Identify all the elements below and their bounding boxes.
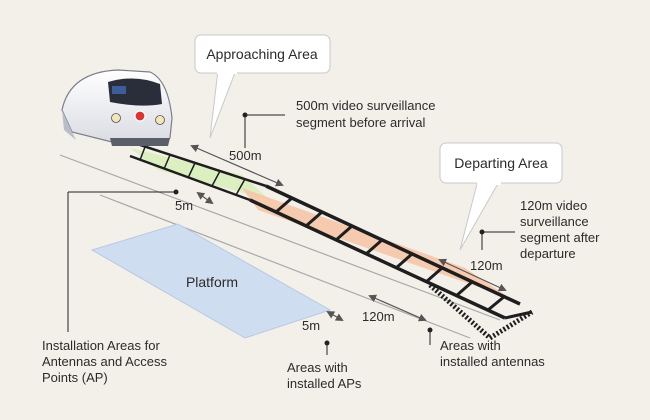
installation-text: Installation Areas for [42,338,160,353]
callout-bubble [194,34,331,74]
dimension-arrow [190,144,284,187]
dim-120m-bottom: 120m [362,309,395,324]
annotation-aps: 5m Areas with installed APs [287,311,362,391]
platform-area [90,223,332,339]
annotation-120m-bottom: 120m [362,294,427,324]
callout-approaching: Approaching Area [194,34,331,139]
annotation-5m-top: 5m [175,191,214,213]
after-departure-text: 120m video [520,198,587,213]
annotation-antennas: Areas with installed antennas [427,327,545,369]
dim-5m-bottom: 5m [302,318,320,333]
platform-label: Platform [186,274,238,290]
antennas-text: installed antennas [440,354,545,369]
dim-120m-right: 120m [470,258,503,273]
after-departure-text: surveillance [520,214,589,229]
after-departure-text: segment after [520,230,600,245]
approaching-label: Approaching Area [206,46,318,62]
dimension-arrow [326,311,344,321]
callout-departing: Departing Area [439,142,563,251]
departing-label: Departing Area [454,155,548,171]
antennas-text: Areas with [440,338,501,353]
before-arrival-text: segment before arrival [296,115,425,130]
dimension-arrow [196,191,214,205]
after-departure-text: departure [520,246,576,261]
before-arrival-text: 500m video surveillance [296,98,435,113]
dimension-arrow [368,294,427,322]
aps-text: Areas with [287,360,348,375]
installation-text: Points (AP) [42,370,108,385]
annotation-installation: Installation Areas for Antennas and Acce… [42,189,179,385]
annotation-before-arrival: 500m video surveillance segment before a… [190,98,435,187]
annotation-after-departure: 120m video surveillance segment after de… [438,198,600,292]
dimension-arrow [438,258,507,292]
train-icon [61,69,173,146]
aps-text: installed APs [287,376,362,391]
rail-guide-line [59,154,501,321]
installation-text: Antennas and Access [42,354,168,369]
dim-5m-top: 5m [175,198,193,213]
dim-500m: 500m [229,148,262,163]
